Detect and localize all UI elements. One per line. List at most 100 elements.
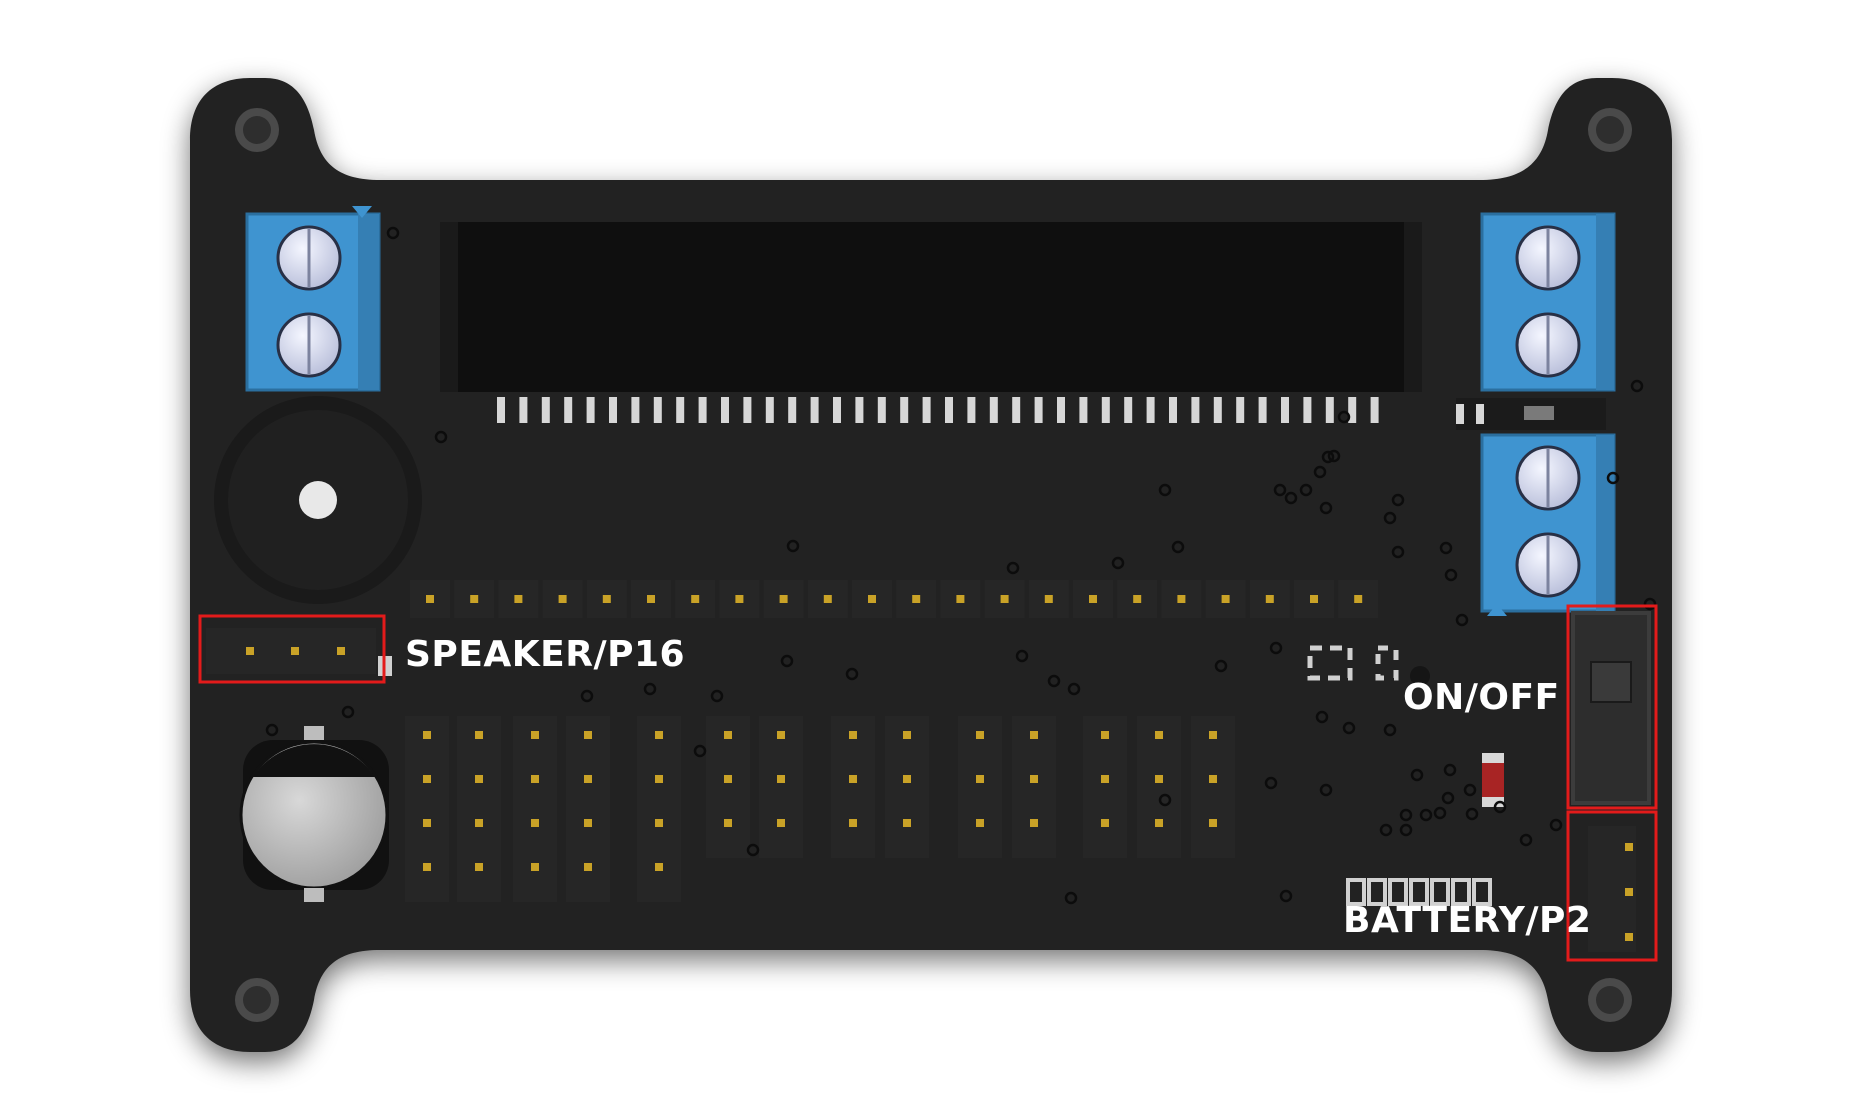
power-switch [1571, 611, 1651, 805]
on-off-label: ON/OFF [1403, 677, 1560, 718]
pin-housing [1137, 716, 1181, 858]
edge-pin [1034, 397, 1043, 423]
pin-icon [1177, 595, 1186, 603]
via [1299, 483, 1313, 497]
via [1158, 483, 1172, 497]
via [1379, 823, 1393, 837]
pin-icon [1209, 775, 1217, 783]
via [1015, 649, 1029, 663]
pin-housing [1191, 716, 1235, 858]
pin-icon [1000, 595, 1009, 603]
gpio-header-row [410, 580, 1379, 618]
via [1111, 556, 1125, 570]
via [1319, 501, 1333, 515]
pin-icon [1101, 775, 1109, 783]
pin-icon [956, 595, 965, 603]
terminal-block-right-top [1480, 212, 1616, 392]
via [1321, 450, 1335, 464]
via [1313, 465, 1327, 479]
via [746, 843, 760, 857]
vias [265, 226, 1657, 905]
edge-pin [698, 397, 707, 423]
edge-pin [922, 397, 931, 423]
pin-icon [1209, 819, 1217, 827]
edge-pin [653, 397, 662, 423]
via [341, 705, 355, 719]
edge-pin [833, 397, 841, 423]
pin-icon [1089, 595, 1097, 603]
smd-resistor [1451, 878, 1471, 906]
pin-icon [849, 819, 857, 827]
pin-icon [1030, 731, 1038, 739]
via [265, 723, 279, 737]
smd-resistor-strip [1456, 398, 1606, 430]
via [1465, 807, 1479, 821]
pin-icon [291, 647, 299, 655]
pin-icon [735, 595, 744, 603]
edge-pin [855, 397, 864, 423]
pin-icon [777, 731, 785, 739]
smd-resistor [1367, 878, 1387, 906]
pin-housing [1012, 716, 1056, 858]
pin-icon [1155, 775, 1163, 783]
edge-pin [1146, 397, 1155, 423]
via [1383, 723, 1397, 737]
edge-pin [1303, 397, 1312, 423]
via [1643, 597, 1657, 611]
via [1419, 808, 1433, 822]
pin-icon [976, 819, 984, 827]
pin-icon [903, 819, 911, 827]
pin-housing [457, 716, 501, 902]
edge-pin [586, 397, 595, 423]
pin-icon [691, 595, 700, 603]
pin-icon [655, 863, 663, 871]
pin-housing [706, 716, 750, 858]
pin-icon [724, 775, 732, 783]
terminal-block-left [245, 206, 381, 392]
via [1410, 768, 1424, 782]
via [1391, 545, 1405, 559]
pin-icon [470, 595, 479, 603]
via [1441, 791, 1455, 805]
on-off-highlight-box [1566, 604, 1658, 810]
edge-pin [1191, 397, 1200, 423]
edge-pin [743, 397, 752, 423]
pin-icon [976, 775, 984, 783]
pin-icon [1155, 731, 1163, 739]
pin-icon [1209, 731, 1217, 739]
battery-label: BATTERY/P2 [1343, 900, 1592, 941]
via [1391, 493, 1405, 507]
edge-pin [721, 397, 729, 423]
pin-icon [849, 775, 857, 783]
via [786, 539, 800, 553]
pin-icon [976, 731, 984, 739]
pin-icon [423, 863, 431, 871]
edge-pin [900, 397, 909, 423]
pin-icon [426, 595, 434, 603]
edge-pin [631, 397, 640, 423]
pin-icon [647, 595, 655, 603]
pin-icon [531, 731, 539, 739]
edge-pin [765, 397, 774, 423]
via [1327, 449, 1341, 463]
via [1319, 783, 1333, 797]
pin-housing [958, 716, 1002, 858]
edge-pin [1236, 397, 1245, 423]
pin-housing [1083, 716, 1127, 858]
via [1315, 710, 1329, 724]
via [580, 689, 594, 703]
edge-connector-pins [497, 397, 1379, 423]
pin-icon [584, 775, 592, 783]
edge-pin [541, 397, 550, 423]
pin-icon [337, 647, 345, 655]
pin-icon [1625, 933, 1633, 941]
via [1264, 776, 1278, 790]
pin-icon [823, 595, 832, 603]
via [1383, 511, 1397, 525]
via [1279, 889, 1293, 903]
pin-icon [1030, 775, 1038, 783]
pin-housing [885, 716, 929, 858]
smd-resistor [1388, 878, 1408, 906]
via [1399, 808, 1413, 822]
